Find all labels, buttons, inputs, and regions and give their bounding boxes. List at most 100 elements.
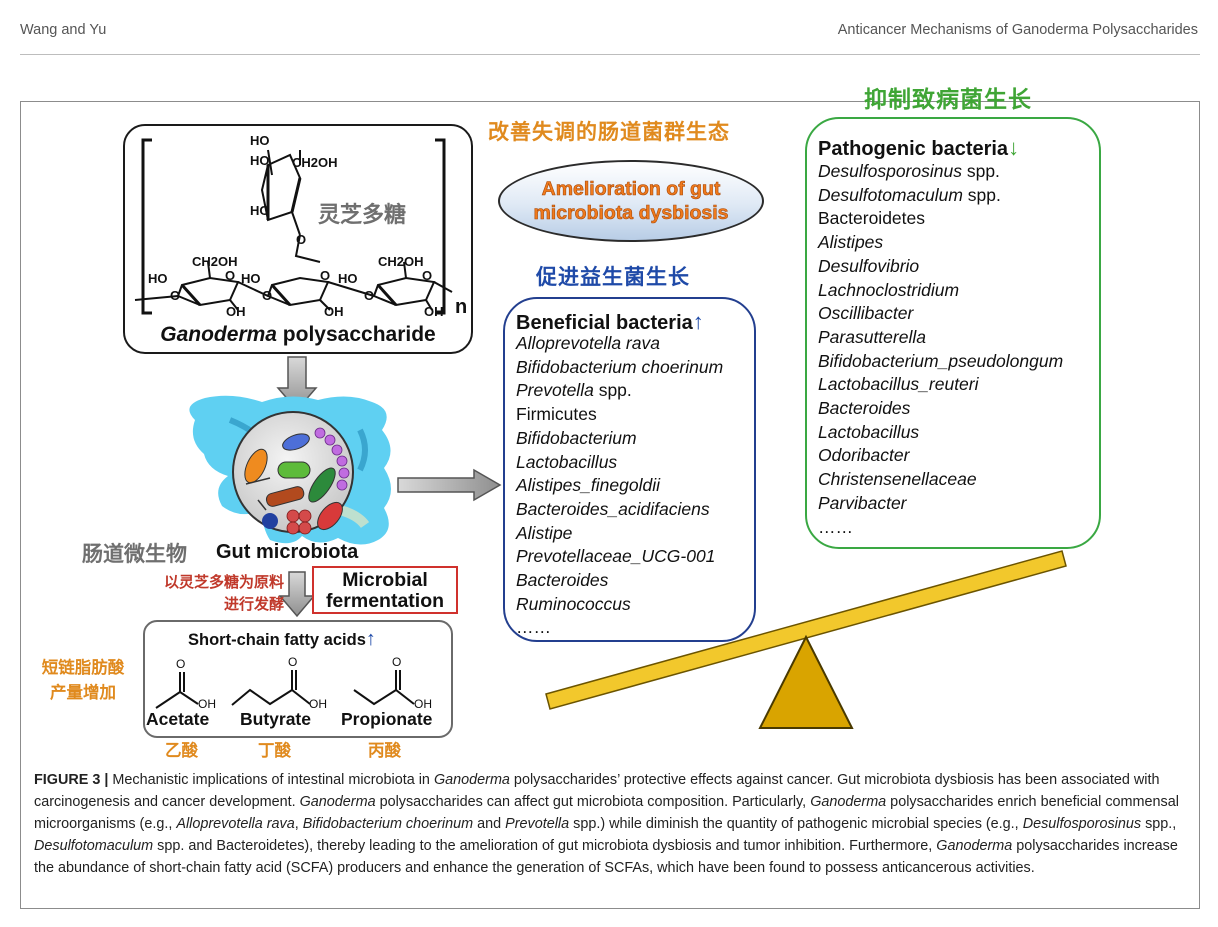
pathogenic-bacteria-item-name: Parasutterella <box>818 326 926 347</box>
beneficial-bacteria-item: Prevotella spp. <box>516 379 723 403</box>
beneficial-bacteria-item: Bacteroides <box>516 569 723 593</box>
polysaccharide-label: Ganoderma polysaccharide <box>143 323 453 347</box>
beneficial-bacteria-item-name: Bacteroides_acidifaciens <box>516 498 710 519</box>
beneficial-bacteria-item: …… <box>516 616 723 640</box>
caption-text: , <box>294 816 303 832</box>
caption-label: FIGURE 3 | <box>34 772 109 788</box>
caption-text: spp. and Bacteroidetes), thereby leading… <box>153 838 937 854</box>
beneficial-bacteria-item-name: Alistipes_finegoldii <box>516 475 660 496</box>
caption-text: spp.) while diminish the quantity of pat… <box>569 816 1023 832</box>
atom-ho-3: HO <box>250 203 270 218</box>
balance-fulcrum <box>758 634 854 729</box>
acetate-oh: OH <box>198 697 216 711</box>
pathogenic-bacteria-item: Alistipes <box>818 231 1063 255</box>
beneficial-heading: Beneficial bacteria↑ <box>516 309 704 335</box>
pathogenic-bacteria-item-name: Desulfotomaculum <box>818 184 963 205</box>
butyrate-zh: 丁酸 <box>258 741 291 760</box>
pathogenic-bacteria-item: Christensenellaceae <box>818 468 1063 492</box>
propionate-label: Propionate <box>341 709 433 729</box>
beneficial-bacteria-item-name: Lactobacillus <box>516 451 618 472</box>
beneficial-bacteria-item: Alloprevotella rava <box>516 332 723 356</box>
polysaccharide-label-rest: polysaccharide <box>276 323 436 346</box>
figure-caption: FIGURE 3 | Mechanistic implications of i… <box>34 769 1184 879</box>
pathogenic-bacteria-item-name: Lactobacillus_reuteri <box>818 374 979 395</box>
pathogenic-bacteria-item-name: Bacteroides <box>818 398 911 419</box>
arrow-gut-to-bacteria <box>397 468 502 502</box>
pathogenic-bacteria-item: Lactobacillus_reuteri <box>818 373 1063 397</box>
atom-o-6: O <box>364 288 374 303</box>
caption-text: Desulfosporosinus <box>1022 816 1142 832</box>
scfa-zh-line-2: 产量增加 <box>50 683 116 702</box>
running-header-authors: Wang and Yu <box>20 22 107 38</box>
beneficial-bacteria-item-name: …… <box>516 617 551 638</box>
caption-text: Desulfotomaculum <box>34 838 154 854</box>
pathogenic-zh-title: 抑制致病菌生长 <box>864 87 1032 113</box>
beneficial-bacteria-item-name: Alloprevotella rava <box>516 333 660 353</box>
pathogenic-bacteria-item: Desulfosporosinus spp. <box>818 160 1063 184</box>
pathogenic-bacteria-item-name: …… <box>818 516 853 537</box>
beneficial-bacteria-item: Bifidobacterium <box>516 427 723 451</box>
gut-illustration <box>189 395 391 545</box>
pathogenic-bacteria-item-name: Lactobacillus <box>818 421 920 442</box>
propionate-oh: OH <box>414 697 432 711</box>
scfa-increase-arrow-icon: ↑ <box>365 628 376 650</box>
ellipse-line-2: microbiota dysbiosis <box>533 202 729 225</box>
beneficial-bacteria-item-name: Firmicutes <box>516 404 597 425</box>
beneficial-bacteria-item: Bacteroides_acidifaciens <box>516 498 723 522</box>
pathogenic-bacteria-item-name: Desulfovibrio <box>818 255 920 276</box>
atom-ho-6: HO <box>338 271 358 286</box>
pathogenic-bacteria-item-name: Christensenellaceae <box>818 469 977 490</box>
scfa-structures <box>155 670 415 709</box>
propionate-o: O <box>392 655 401 669</box>
pathogenic-bacteria-item-name: Odoribacter <box>818 445 910 466</box>
pathogenic-bacteria-item: Desulfovibrio <box>818 255 1063 279</box>
beneficial-bacteria-item-name: Bifidobacterium <box>516 427 637 448</box>
atom-ho-5: HO <box>241 271 261 286</box>
butyrate-label: Butyrate <box>240 709 311 729</box>
pathogenic-bacteria-item-name: Parvibacter <box>818 492 907 513</box>
pathogenic-heading: Pathogenic bacteria↓ <box>818 135 1019 161</box>
beneficial-bacteria-item-name: Ruminococcus <box>516 593 631 614</box>
caption-text: spp., <box>1141 816 1177 832</box>
fermentation-zh-line-2: 进行发酵 <box>223 595 284 613</box>
beneficial-bacteria-box <box>503 297 756 642</box>
polymer-brackets <box>141 138 446 315</box>
pathogenic-bacteria-item: Bifidobacterium_pseudolongum <box>818 350 1063 374</box>
atom-o-4: O <box>170 288 180 303</box>
pathogenic-bacteria-item-name: Bifidobacterium_pseudolongum <box>818 350 1064 371</box>
scfa-title-text: Short-chain fatty acids <box>188 631 366 649</box>
amelioration-zh-title: 改善失调的肠道菌群生态 <box>488 120 730 144</box>
atom-ho-4: HO <box>148 271 168 286</box>
acetate-o: O <box>176 657 185 671</box>
balance-beam <box>545 550 1067 710</box>
scfa-zh-side-label: 短链脂肪酸产量增加 <box>30 655 136 705</box>
gut-label: Gut microbiota <box>216 541 359 563</box>
atom-ch2oh-2: CH2OH <box>378 254 424 269</box>
beneficial-bacteria-item-name: Bacteroides <box>516 570 609 591</box>
scfa-title: Short-chain fatty acids↑ <box>188 628 376 651</box>
pathogenic-bacteria-item-suffix: spp. <box>962 184 1001 205</box>
atom-oh-2: OH <box>324 304 344 319</box>
polysaccharide-structure <box>134 149 453 311</box>
pathogenic-bacteria-item-suffix: spp. <box>961 161 1000 181</box>
pathogenic-bacteria-box <box>805 117 1101 549</box>
polysaccharide-box <box>123 124 473 354</box>
caption-text: and <box>473 816 506 832</box>
scfa-box <box>143 620 453 738</box>
pathogenic-bacteria-item: Desulfotomaculum spp. <box>818 184 1063 208</box>
caption-text: Ganoderma <box>299 794 376 810</box>
polymer-subscript-n: n <box>455 296 468 318</box>
scfa-atoms: O OH O OH O OH <box>176 655 432 711</box>
decrease-arrow-icon: ↓ <box>1008 135 1020 160</box>
pathogenic-bacteria-item: Lactobacillus <box>818 421 1063 445</box>
caption-text: polysaccharides increase the abundance o… <box>34 838 1178 876</box>
butyrate-oh: OH <box>309 697 327 711</box>
pathogenic-bacteria-list: Desulfosporosinus spp.Desulfotomaculum s… <box>818 160 1063 539</box>
pathogenic-bacteria-item: Parvibacter <box>818 492 1063 516</box>
atom-ch2oh-1: CH2OH <box>192 254 238 269</box>
scfa-zh-line-1: 短链脂肪酸 <box>41 658 125 677</box>
beneficial-bacteria-item-suffix: spp. <box>593 380 632 401</box>
